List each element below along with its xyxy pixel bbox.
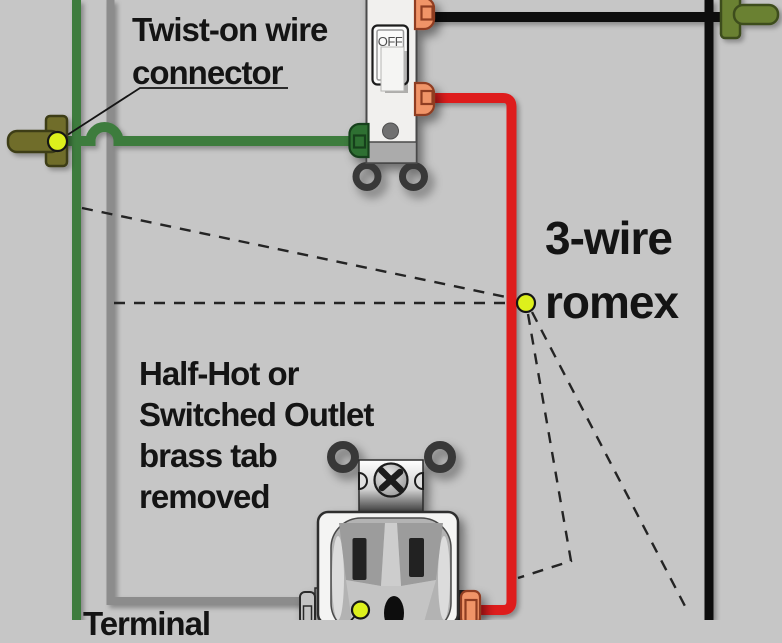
switch-screw-hole [382, 122, 399, 140]
twist-connector-left [6, 114, 69, 168]
outlet-slot-right [409, 538, 424, 577]
romex-label-line2: romex [545, 276, 679, 328]
wires [56, 0, 722, 620]
switch-mount-hole-left [352, 162, 382, 191]
outlet-ground-hole [384, 596, 404, 620]
callout-dot-outlet [350, 600, 371, 620]
outlet-screw-cross [377, 466, 405, 494]
outlet-mount-hole-right [424, 441, 456, 473]
outlet-shading-center [381, 523, 401, 586]
switch-toggle-handle [380, 46, 405, 92]
switch-mount-band [365, 141, 418, 164]
romex-dash-lower-right [530, 311, 688, 609]
half-hot-label-line2: Switched Outlet [139, 396, 374, 433]
half-hot-label-line4: removed [139, 478, 271, 515]
bottom-partial-label: Terminal [83, 605, 211, 642]
switch-terminal-middle-screw [420, 89, 434, 106]
outlet-strap-notch-right [414, 471, 424, 491]
romex-dash-lower-left [517, 313, 573, 580]
red-wire [428, 93, 517, 615]
half-hot-label-line3: brass tab [139, 437, 278, 474]
romex-label: 3-wire romex [545, 206, 679, 334]
switch-mount-hole-right [399, 162, 428, 191]
romex-pointer-dashes [81, 206, 688, 609]
romex-label-line1: 3-wire [545, 212, 673, 264]
outlet-face-highlight-right [438, 536, 450, 620]
green-wire-horizontal [56, 122, 355, 146]
twist-connector-right [719, 0, 780, 40]
outlet-terminal-left-screw [302, 605, 313, 620]
twist-connector-label-line1: Twist-on wire [132, 11, 328, 48]
outlet-terminal-right-screw [464, 598, 478, 620]
twist-connector-label: Twist-on wire connector [132, 8, 328, 94]
twist-connector-right-cap [732, 3, 780, 26]
callout-dot-twist-connector [46, 130, 69, 153]
twist-connector-label-line2: connector [132, 54, 284, 91]
light-switch: OFF [348, 0, 436, 191]
half-hot-outlet-label: Half-Hot or Switched Outlet brass tab re… [139, 353, 374, 517]
romex-dash-upper-left [81, 206, 507, 299]
outlet-slot-left [352, 538, 367, 580]
outlet-callout-line [350, 615, 356, 620]
wiring-diagram: OFF [6, 0, 780, 620]
switched-outlet [299, 441, 482, 620]
outlet-strap-notch-left [358, 471, 368, 491]
switch-terminal-top-screw [420, 5, 434, 21]
outlet-mount-hole-left [327, 441, 359, 473]
switch-state-label: OFF [378, 34, 403, 49]
switch-terminal-ground-screw [352, 134, 367, 149]
twist-connector-callout-line [57, 87, 288, 142]
callout-dot-romex [515, 292, 537, 314]
half-hot-label-line1: Half-Hot or [139, 355, 299, 392]
outlet-face-highlight-left [332, 536, 344, 620]
